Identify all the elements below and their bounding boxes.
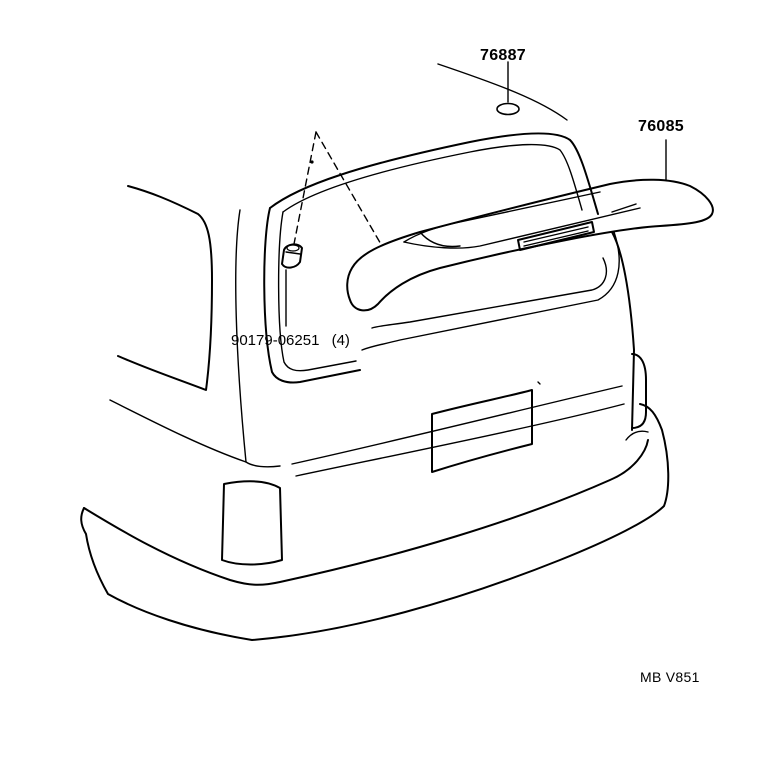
part-quantity: (4)	[332, 332, 350, 349]
part-label-76887: 76887	[480, 47, 526, 64]
vehicle-rear-outline	[80, 63, 670, 641]
cover-plug	[496, 102, 520, 116]
part-label-76085: 76085	[638, 118, 684, 135]
part-label-90179-06251: 90179-06251 (4)	[231, 332, 350, 349]
illustration-code: MB V851	[640, 669, 700, 685]
part-number-90179-06251: 90179-06251	[231, 332, 319, 349]
leader-lines	[285, 61, 667, 327]
clip-fastener	[281, 160, 314, 269]
rear-spoiler	[346, 178, 714, 312]
